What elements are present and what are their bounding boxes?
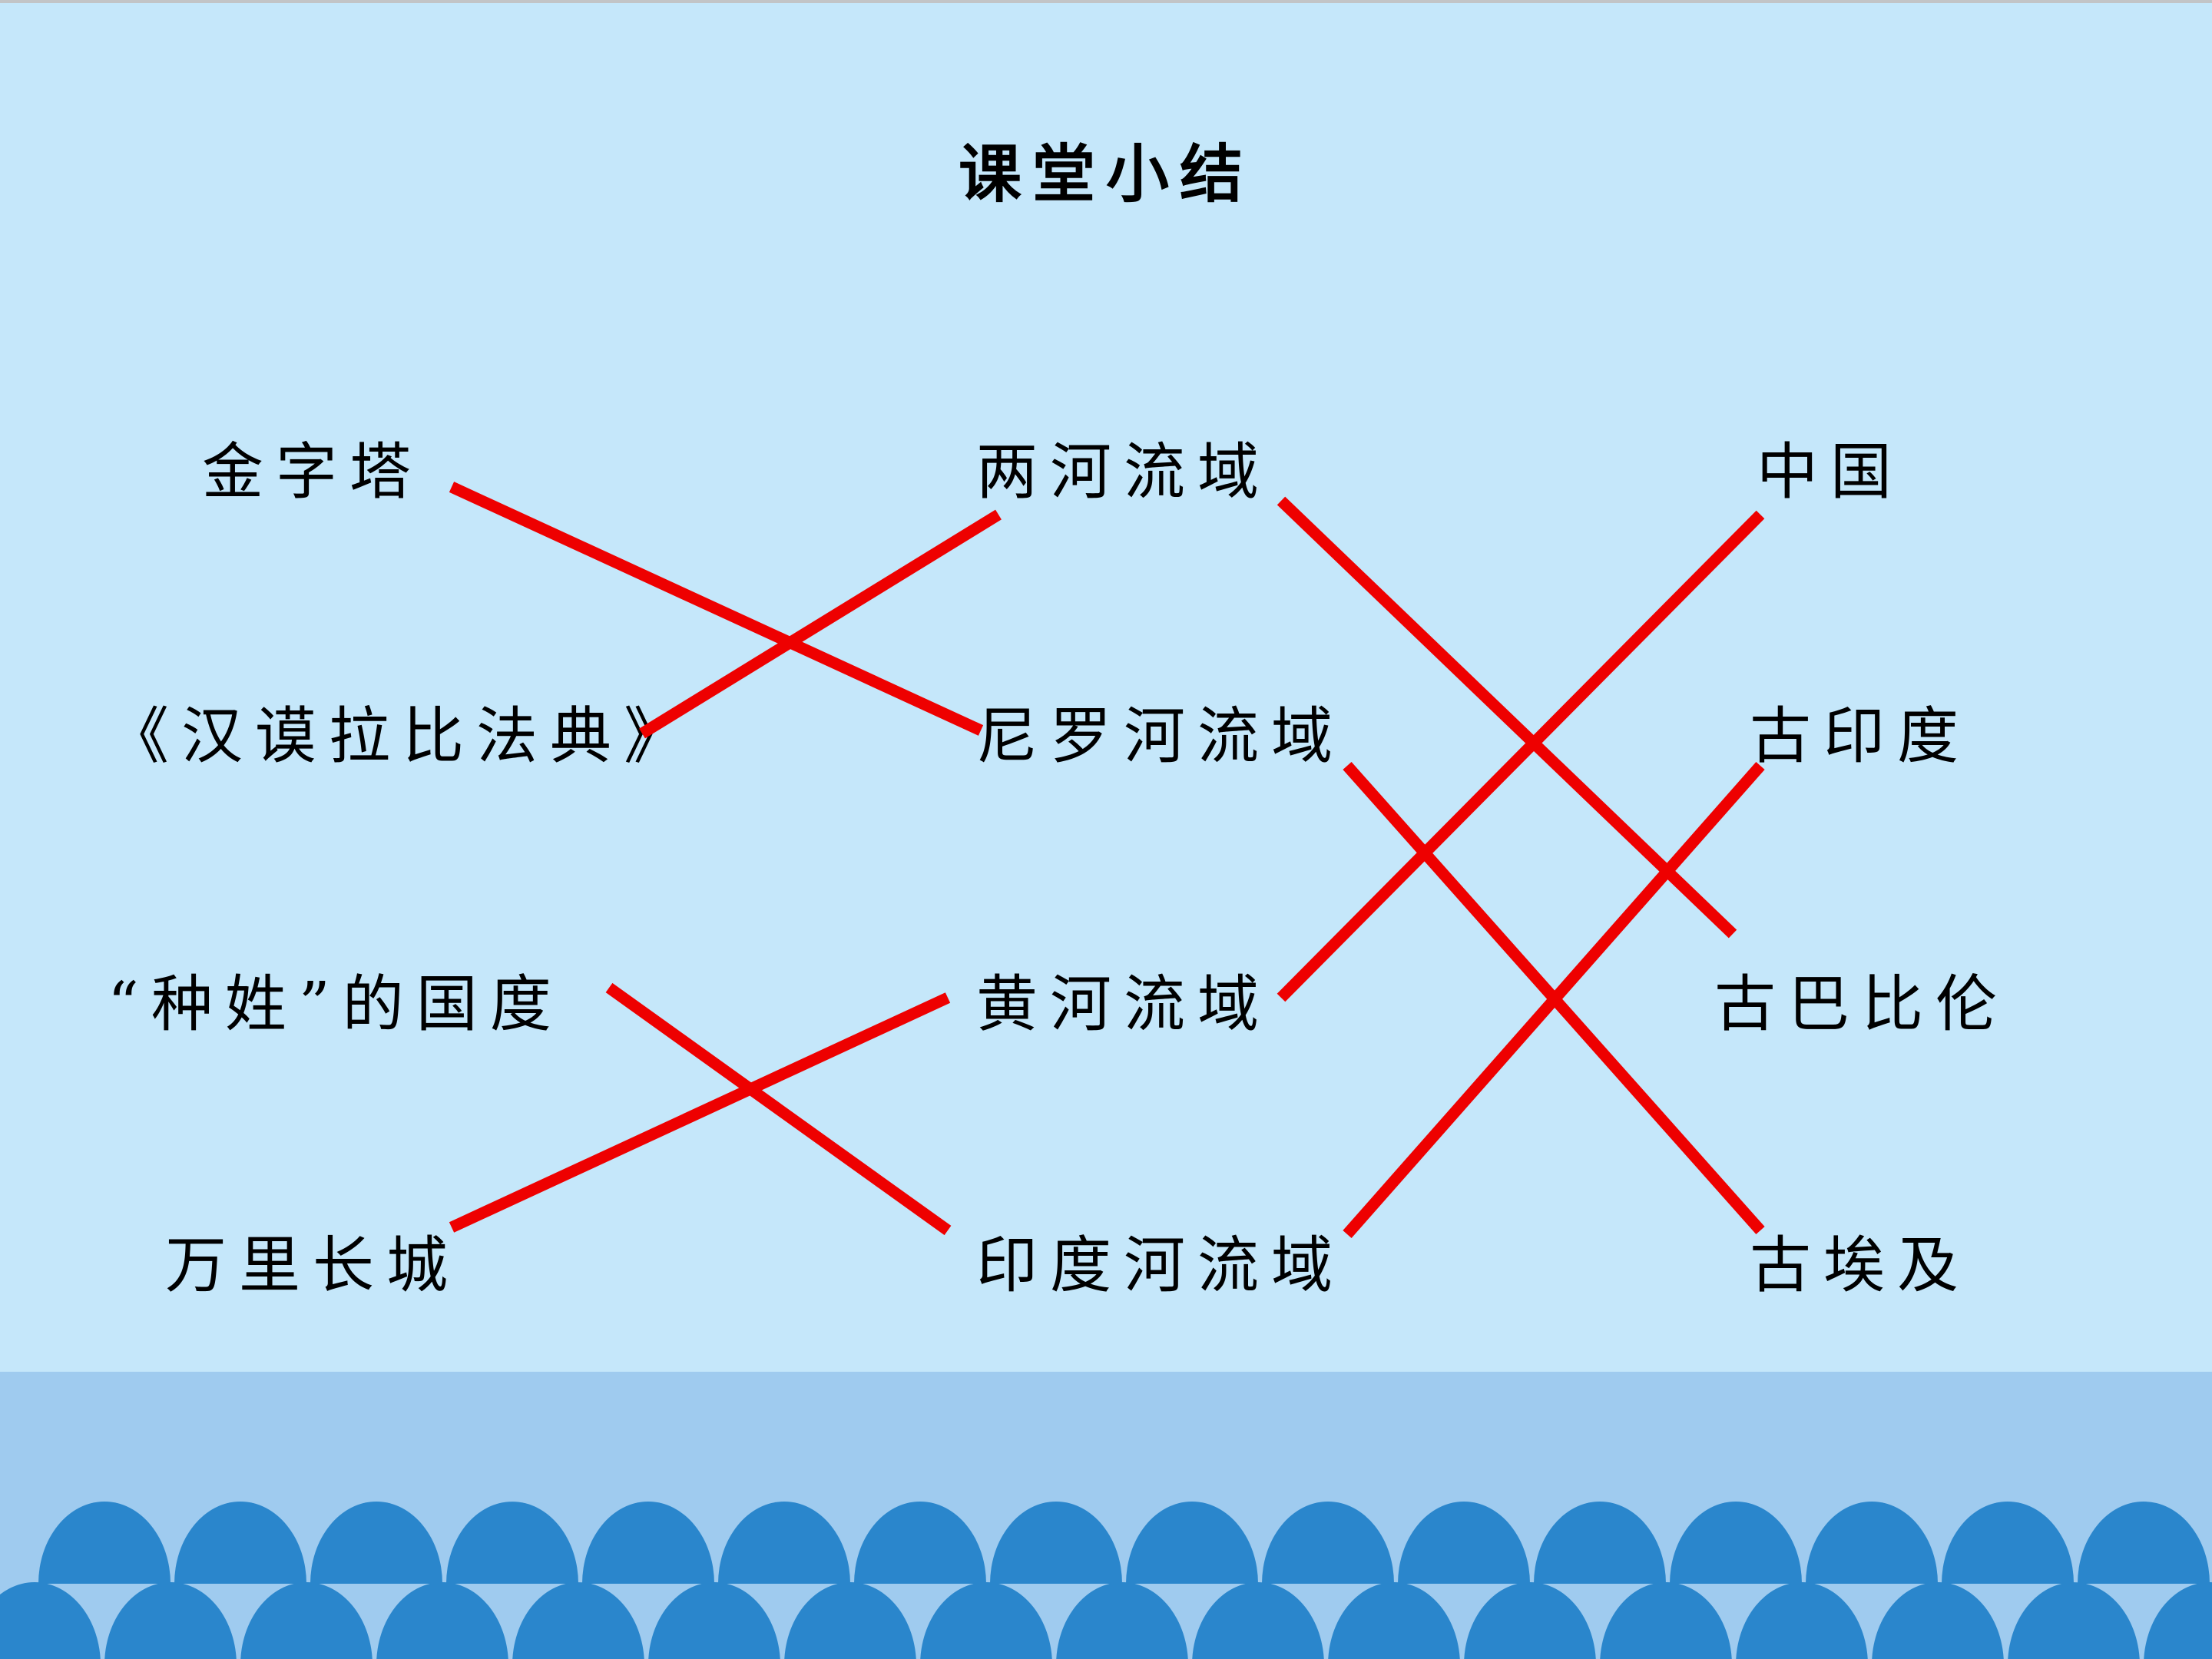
wave-arch-icon xyxy=(0,1582,101,1659)
wave-arch-icon xyxy=(1398,1502,1530,1584)
connection-line xyxy=(639,509,1002,739)
top-border xyxy=(0,0,2212,3)
wave-arch-icon xyxy=(2008,1582,2140,1659)
wave-arch-icon xyxy=(1464,1582,1596,1659)
wave-arch-icon xyxy=(920,1582,1052,1659)
wave-arch-icon xyxy=(1806,1502,1938,1584)
wave-arch-icon xyxy=(784,1582,916,1659)
wave-arch-icon xyxy=(1056,1582,1188,1659)
right-item-ancient-india: 古印度 xyxy=(1750,700,1971,772)
wave-arch-icon xyxy=(1872,1582,2004,1659)
wave-arch-icon xyxy=(38,1502,171,1584)
connection-line xyxy=(1277,496,1737,939)
wave-arch-icon xyxy=(1942,1502,2074,1584)
wave-arch-icon xyxy=(1736,1582,1868,1659)
right-item-babylon: 古巴比伦 xyxy=(1714,969,2009,1040)
wave-arch-icon xyxy=(2144,1582,2212,1659)
middle-item-yellow-river: 黄河流域 xyxy=(976,969,1271,1040)
connection-line xyxy=(449,992,951,1233)
right-item-china: 中国 xyxy=(1757,436,1904,508)
left-item-pyramid: 金字塔 xyxy=(202,436,423,508)
wave-arch-icon xyxy=(446,1502,578,1584)
wave-arch-icon xyxy=(1192,1582,1324,1659)
wave-arch-icon xyxy=(512,1582,644,1659)
slide-title: 课堂小结 xyxy=(958,138,1253,211)
left-item-code-of-hammurabi: 《汉谟拉比法典》 xyxy=(108,700,697,772)
wave-arch-icon xyxy=(854,1502,986,1584)
connection-line xyxy=(449,482,984,736)
wave-arch-icon xyxy=(582,1502,714,1584)
wave-arch-icon xyxy=(376,1582,508,1659)
connection-line xyxy=(1343,762,1765,1238)
middle-item-two-rivers: 两河流域 xyxy=(976,436,1271,508)
right-item-ancient-egypt: 古埃及 xyxy=(1750,1230,1971,1301)
left-item-caste-country: “种姓”的国度 xyxy=(108,969,564,1040)
wave-arch-icon xyxy=(990,1502,1122,1584)
wave-arch-icon xyxy=(310,1502,442,1584)
wave-arch-icon xyxy=(718,1502,850,1584)
connection-line xyxy=(605,982,952,1236)
wave-arch-icon xyxy=(2078,1502,2210,1584)
wave-arch-icon xyxy=(1670,1502,1802,1584)
wave-arch-icon xyxy=(1534,1502,1666,1584)
wave-arch-icon xyxy=(1328,1582,1460,1659)
middle-item-indus: 印度河流域 xyxy=(976,1230,1345,1301)
connection-line xyxy=(1277,510,1765,1002)
wave-arch-icon xyxy=(1262,1502,1394,1584)
wave-decoration xyxy=(0,1502,2212,1659)
wave-arch-icon xyxy=(104,1582,237,1659)
wave-arch-icon xyxy=(240,1582,373,1659)
wave-arch-icon xyxy=(648,1582,780,1659)
middle-item-nile: 尼罗河流域 xyxy=(976,700,1345,772)
wave-arch-icon xyxy=(1600,1582,1732,1659)
left-item-great-wall: 万里长城 xyxy=(165,1230,460,1301)
wave-arch-icon xyxy=(174,1502,306,1584)
wave-arch-icon xyxy=(1126,1502,1258,1584)
